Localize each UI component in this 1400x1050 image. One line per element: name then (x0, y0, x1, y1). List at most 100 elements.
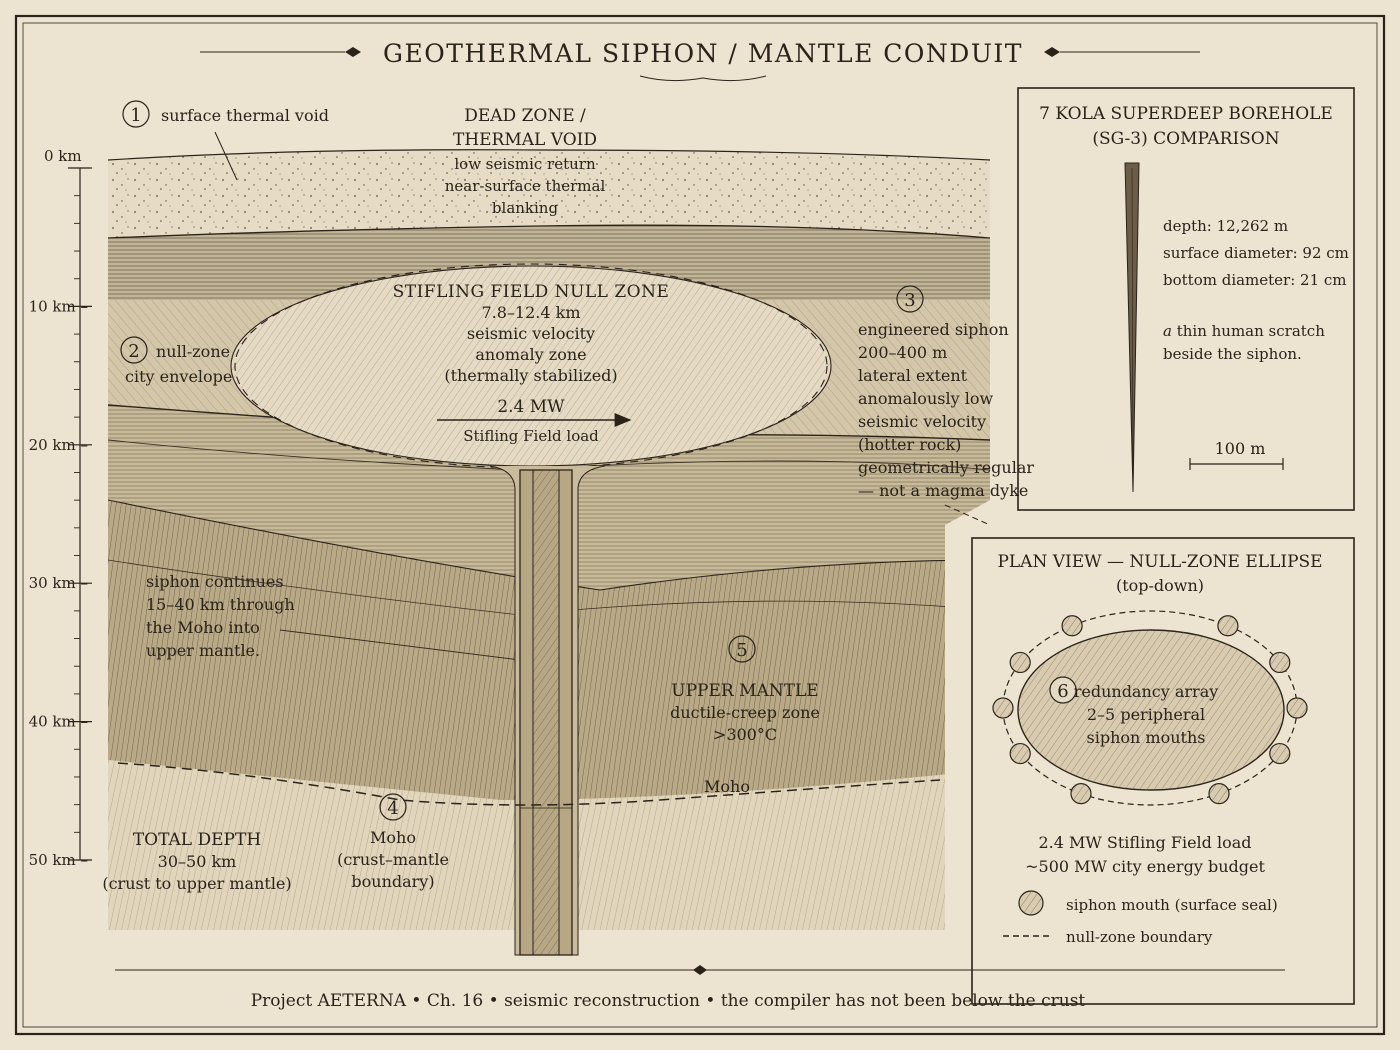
callout-3: 3 engineered siphon 200–400 m lateral exte… (858, 285, 1034, 500)
callout-3-line-4: anomalously low (858, 389, 993, 408)
callout-3-marker (896, 285, 924, 313)
outer-frame (14, 14, 1386, 1036)
callout-5-line-3: >300°C (713, 725, 777, 744)
callout-4-line-3: boundary) (351, 872, 434, 891)
callout-1-marker (122, 100, 150, 128)
callout-6-number: 6 (1057, 681, 1068, 702)
callout-3-line-1: engineered siphon (858, 320, 1009, 339)
callout-3-number: 3 (904, 290, 915, 311)
callout-3-line-6: (hotter rock) (858, 435, 961, 454)
legend-siphon-mouth-label: siphon mouth (surface seal) (1066, 896, 1278, 914)
callout-1-text: surface thermal void (161, 106, 329, 125)
kola-scale-label: 100 m (1215, 439, 1266, 458)
callout-2-line-1: null-zone (156, 342, 230, 361)
plan-budget-line-1: 2.4 MW Stifling Field load (1038, 833, 1251, 852)
null-zone-line-5: (thermally stabilized) (444, 366, 617, 385)
page-title: GEOTHERMAL SIPHON / MANTLE CONDUIT (383, 39, 1023, 68)
siphon-mouth-5 (1286, 697, 1308, 719)
footer-note: Project AETERNA • Ch. 16 • seismic recon… (251, 991, 1086, 1011)
depth-tick-label-30: 30 km – (29, 574, 88, 592)
plan-title: PLAN VIEW — NULL-ZONE ELLIPSE (997, 552, 1322, 572)
plan-budget-line-2: ~500 MW city energy budget (1025, 857, 1265, 876)
siphon-mouth-10 (992, 697, 1014, 719)
callout-6-line-2: 2–5 peripheral (1087, 705, 1205, 724)
siphon-note-line-3: the Moho into (146, 618, 260, 637)
siphon-core (532, 469, 560, 956)
null-zone-line-1: STIFLING FIELD NULL ZONE (393, 282, 670, 302)
callout-3-line-5: seismic velocity (858, 412, 986, 431)
siphon-continues-note: siphon continues 15–40 km through the Moho… (146, 572, 295, 660)
total-depth-line-3: (crust to upper mantle) (102, 874, 291, 893)
callout-2: 2 null-zone city envelope (120, 336, 232, 386)
callout-1-number: 1 (130, 105, 141, 126)
stratum-line-6 (279, 629, 521, 661)
callout-6-line-3: siphon mouths (1087, 728, 1206, 747)
siphon-mouth-6 (1269, 742, 1291, 765)
callout-4-number: 4 (387, 798, 398, 819)
callout-5-marker (728, 635, 756, 663)
callout-3-line-7: geometrically regular (858, 458, 1034, 477)
title-ornament-left (345, 47, 361, 57)
kola-note-emphasis: a (1163, 322, 1172, 340)
depth-tick-label-10: 10 km – (29, 297, 88, 315)
null-zone-line-3: seismic velocity (467, 324, 595, 343)
dead-zone-desc-line-2: near-surface thermal (445, 177, 606, 195)
kola-title-line-1: 7 KOLA SUPERDEEP BOREHOLE (1039, 104, 1333, 124)
callout-6-line-1: redundancy array (1074, 682, 1219, 701)
depth-tick-label-50: 50 km – (29, 851, 88, 869)
siphon-mouth-2 (1061, 615, 1083, 637)
kola-note-line-1: a thin human scratch (1163, 322, 1325, 340)
legend-boundary-label: null-zone boundary (1066, 928, 1213, 946)
moho-line (117, 762, 941, 806)
title-block: GEOTHERMAL SIPHON / MANTLE CONDUIT (200, 39, 1200, 82)
stratum-line-4 (108, 499, 990, 591)
kola-spec-depth: depth: 12,262 m (1163, 217, 1288, 235)
callout-2-line-2: city envelope (125, 367, 232, 386)
kola-spec-surface-diameter: surface diameter: 92 cm (1163, 244, 1349, 262)
callout-3-line-3: lateral extent (858, 366, 968, 385)
callout-5-number: 5 (736, 640, 747, 661)
plan-legend: siphon mouth (surface seal) null-zone bo… (1003, 890, 1278, 946)
callout-5-line-1: UPPER MANTLE (671, 681, 818, 701)
callout-4-line-1: Moho (370, 828, 416, 847)
null-zone-hatch (231, 266, 831, 466)
callout-1: 1 surface thermal void (122, 100, 329, 181)
siphon-mouth-7 (1208, 783, 1230, 805)
siphon-note-line-2: 15–40 km through (146, 595, 295, 614)
callout-3-line-8: — not a magma dyke (858, 481, 1028, 500)
null-zone-boundary-dashed (234, 263, 828, 469)
siphon-mouths (992, 615, 1308, 805)
dead-zone-desc-line-3: blanking (492, 199, 559, 217)
stratum-line-1 (108, 224, 990, 239)
depth-tick-label-40: 40 km – (29, 713, 88, 731)
null-zone-line-4: anomaly zone (475, 345, 586, 364)
null-zone (230, 263, 832, 469)
kola-note-rest: thin human scratch (1172, 322, 1325, 340)
depth-tick-label-20: 20 km – (29, 436, 88, 454)
kola-borehole-drawing (1124, 162, 1140, 493)
callout-1-leader (214, 131, 238, 181)
section-edge-dash (944, 504, 991, 526)
siphon-mouth-9 (1009, 742, 1031, 765)
siphon-mouth-1 (1009, 651, 1031, 674)
plan-panel-frame (971, 537, 1355, 1005)
callout-3-text: engineered siphon 200–400 m lateral extent… (858, 320, 1034, 500)
kola-spec-bottom-diameter: bottom diameter: 21 cm (1163, 271, 1347, 289)
dead-zone-title-line-1: DEAD ZONE / (464, 106, 586, 126)
upper-crust-hatch (108, 225, 990, 300)
load-value: 2.4 MW (497, 397, 565, 417)
callout-3-line-2: 200–400 m (858, 343, 947, 362)
kola-title-line-2: (SG-3) COMPARISON (1092, 129, 1279, 149)
siphon-note-line-1: siphon continues (146, 572, 284, 591)
dead-zone-speckle (108, 149, 990, 238)
kola-panel: 7 KOLA SUPERDEEP BOREHOLE (SG-3) COMPARI… (1017, 87, 1355, 511)
